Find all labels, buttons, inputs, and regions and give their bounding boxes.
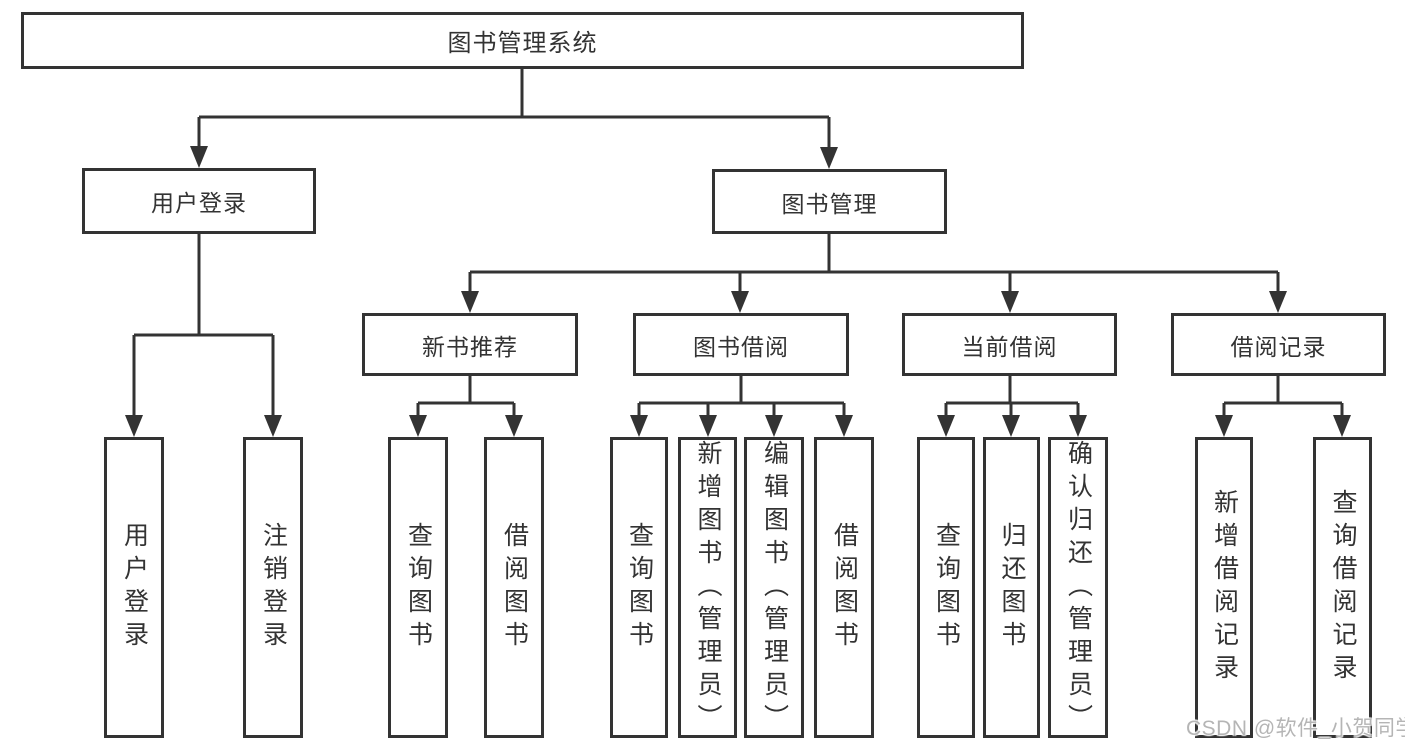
leaf-user-login: 用户登录 [104, 437, 164, 738]
leaf-edit-books-admin: 编辑图书（管理员） [744, 437, 804, 738]
connector-borrow-record-children [1215, 376, 1351, 437]
leaf-add-books-admin: 新增图书（管理员） [678, 437, 737, 738]
node-user-login: 用户登录 [82, 168, 316, 234]
connector-book-management-children [461, 234, 1287, 313]
leaf-query-books-borrow: 查询图书 [610, 437, 668, 738]
leaf-confirm-return-admin: 确认归还（管理员） [1048, 437, 1108, 738]
connector-book-borrow-children [630, 376, 853, 437]
leaf-borrow-books: 借阅图书 [814, 437, 874, 738]
node-library-management-system: 图书管理系统 [21, 12, 1024, 69]
leaf-query-borrow-record: 查询借阅记录 [1313, 437, 1372, 738]
node-borrow-record: 借阅记录 [1171, 313, 1386, 376]
connector-new-book-recommend-children [409, 376, 523, 437]
node-current-borrow: 当前借阅 [902, 313, 1117, 376]
node-book-borrow: 图书借阅 [633, 313, 849, 376]
leaf-return-books: 归还图书 [983, 437, 1040, 738]
connector-current-borrow-children [937, 376, 1087, 437]
leaf-borrow-books-recommend: 借阅图书 [484, 437, 544, 738]
leaf-add-borrow-record: 新增借阅记录 [1195, 437, 1253, 738]
connector-root-to-level2 [190, 69, 838, 169]
node-new-book-recommend: 新书推荐 [362, 313, 578, 376]
leaf-logout-login: 注销登录 [243, 437, 303, 738]
node-book-management: 图书管理 [712, 169, 947, 234]
csdn-watermark: CSDN @软件_小贺同学 [1186, 717, 1405, 740]
leaf-query-books-current: 查询图书 [917, 437, 975, 738]
leaf-query-books-recommend: 查询图书 [388, 437, 448, 738]
connector-user-login-children [125, 234, 282, 437]
